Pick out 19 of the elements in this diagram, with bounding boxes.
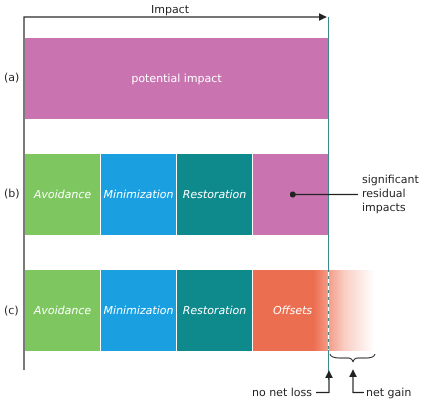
row-label: (c) <box>4 304 19 317</box>
arrow <box>349 369 364 394</box>
stage-bar: Avoidance <box>25 270 100 351</box>
impact-bar: potential impact <box>25 38 328 119</box>
stage-bar: Restoration <box>177 270 252 351</box>
stage-bar: Minimization <box>101 270 176 351</box>
row-label: (b) <box>4 187 20 200</box>
callout-text: no net loss <box>252 385 314 400</box>
stage-bar: Minimization <box>101 154 176 235</box>
stage-bar: Restoration <box>177 154 252 235</box>
axis-label: Impact <box>151 3 190 16</box>
offsets-bar: Offsets <box>253 270 375 351</box>
stage-bar: Avoidance <box>25 154 100 235</box>
callout-text: significant residual impacts <box>362 172 422 216</box>
row-label: (a) <box>4 71 20 84</box>
residual-bar <box>253 154 328 235</box>
leader-line <box>290 192 358 198</box>
callout-text: net gain <box>366 385 421 400</box>
arrow <box>316 370 333 394</box>
